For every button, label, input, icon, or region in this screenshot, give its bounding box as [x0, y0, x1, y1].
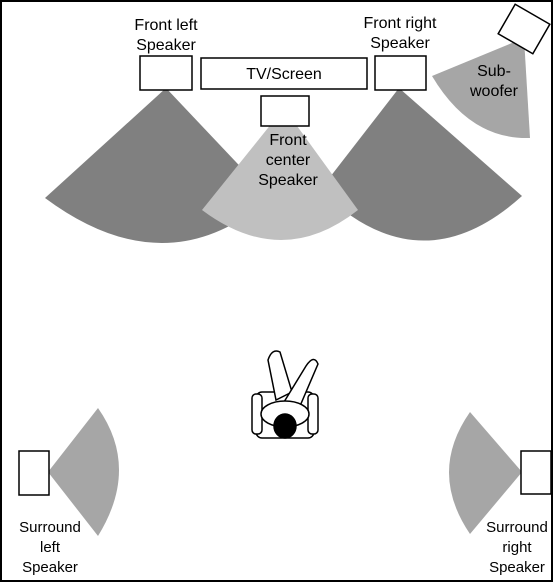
svg-text:left: left	[40, 539, 61, 556]
front-center-beam	[202, 108, 358, 240]
svg-text:Speaker: Speaker	[489, 559, 545, 576]
surround-left-label: Surround left Speaker	[19, 519, 81, 576]
surround-left-speaker	[18, 450, 50, 496]
svg-text:woofer: woofer	[469, 83, 519, 100]
subwoofer-label: Sub- woofer	[469, 63, 519, 100]
front-right-speaker	[374, 55, 427, 91]
svg-text:Speaker: Speaker	[22, 559, 78, 576]
subwoofer-speaker	[497, 3, 551, 55]
svg-text:Sub-: Sub-	[477, 63, 511, 80]
svg-text:right: right	[502, 539, 532, 556]
front-right-label: Front right Speaker	[364, 15, 437, 52]
surround-right-beam	[449, 412, 522, 534]
svg-text:Surround: Surround	[486, 519, 548, 536]
svg-text:Front left: Front left	[134, 17, 198, 34]
tv-screen-label: TV/Screen	[246, 66, 322, 83]
front-right-beam	[320, 88, 522, 241]
svg-text:Speaker: Speaker	[258, 172, 318, 189]
svg-text:Front right: Front right	[364, 15, 437, 32]
front-center-label: Front center Speaker	[258, 132, 318, 189]
tv-screen	[200, 57, 368, 90]
person-in-chair-icon	[251, 350, 319, 439]
front-left-label: Front left Speaker	[134, 17, 198, 54]
surround-right-speaker	[520, 450, 552, 495]
svg-text:Speaker: Speaker	[136, 37, 196, 54]
subwoofer-beam	[432, 38, 530, 139]
svg-text:Front: Front	[269, 132, 307, 149]
svg-text:center: center	[266, 152, 311, 169]
surround-right-label: Surround right Speaker	[486, 519, 548, 576]
surround-left-beam	[48, 408, 119, 536]
front-left-speaker	[139, 55, 193, 91]
svg-text:Surround: Surround	[19, 519, 81, 536]
svg-text:Speaker: Speaker	[370, 35, 430, 52]
front-center-speaker	[260, 95, 310, 127]
